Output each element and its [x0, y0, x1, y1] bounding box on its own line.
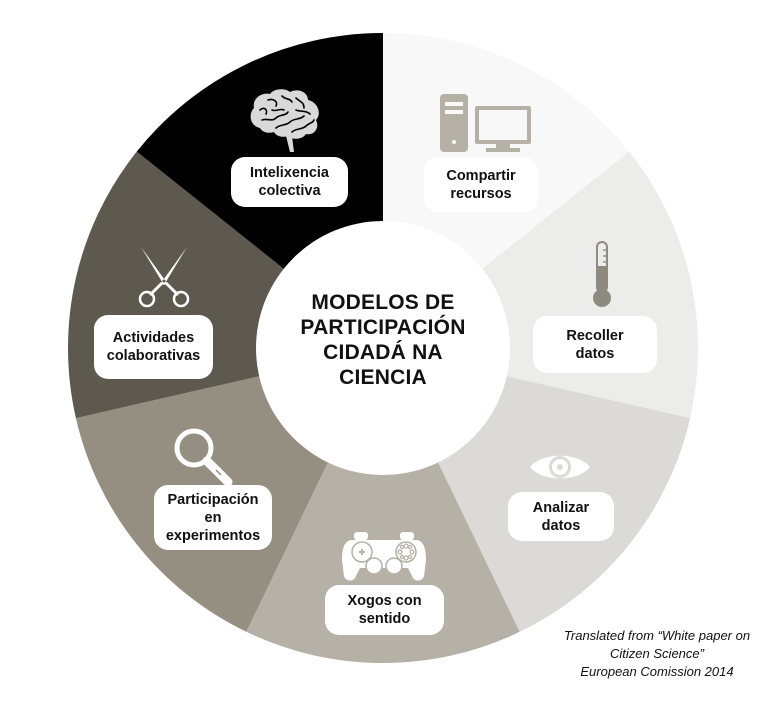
label-line: Analizar	[532, 499, 590, 516]
center-title: MODELOS DE PARTICIPACIÓN CIDADÁ NA CIENC…	[283, 290, 483, 390]
label-line: colaborativas	[106, 348, 201, 364]
scissors-icon	[138, 247, 190, 308]
title-line: CIENCIA	[339, 366, 427, 389]
title-line: CIDADÁ NA	[323, 341, 443, 364]
brain-icon	[250, 89, 319, 152]
label-line: Xogos con	[347, 593, 422, 609]
eye-icon	[530, 455, 590, 479]
magnifier-icon	[174, 428, 233, 487]
label-line: Participación	[167, 491, 259, 508]
label-line: datos	[575, 345, 615, 362]
thermometer-icon	[593, 241, 611, 307]
label-line: Actividades	[112, 330, 195, 346]
title-line: MODELOS DE	[311, 291, 455, 314]
center-circle	[256, 221, 510, 475]
citation-line: Translated from “White paper on	[563, 628, 751, 643]
label-line: Intelixencia	[250, 165, 329, 181]
label-line: en	[204, 509, 222, 526]
wheel-segment-xogos	[246, 348, 520, 663]
label-line: Recoller	[566, 327, 624, 344]
segment-label-intelixencia: Intelixencia colectiva	[231, 157, 348, 207]
source-citation: Translated from “White paper on Citizen …	[548, 627, 766, 681]
label-line: Compartir	[446, 167, 516, 184]
gamepad-icon	[342, 532, 426, 581]
label-line: recursos	[450, 185, 512, 202]
citation-line: Citizen Science”	[610, 646, 704, 661]
label-line: experimentos	[165, 527, 261, 544]
label-line: colectiva	[258, 183, 321, 199]
computer-icon	[440, 94, 531, 152]
title-line: PARTICIPACIÓN	[300, 316, 466, 339]
citation-line: European Comission 2014	[580, 664, 734, 679]
label-line: sentido	[358, 611, 411, 627]
segment-label-xogos: Xogos con sentido	[325, 585, 444, 635]
label-line: datos	[541, 517, 581, 534]
segment-label-actividades: Actividades colaborativas	[94, 315, 213, 379]
